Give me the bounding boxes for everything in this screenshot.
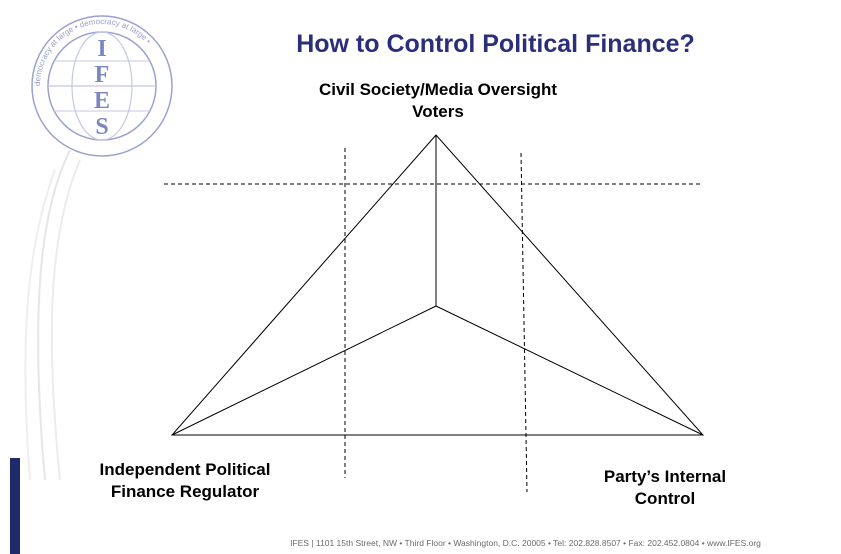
logo-letter-i: I <box>97 36 106 62</box>
decorative-swoosh <box>24 150 81 480</box>
top-node-label: Civil Society/Media Oversight Voters <box>248 79 628 123</box>
logo-letter-f: F <box>95 62 110 88</box>
bottom-right-line2: Control <box>634 489 696 508</box>
page-title: How to Control Political Finance? <box>296 30 695 58</box>
bottom-left-line1: Independent Political <box>99 460 271 479</box>
sidebar-accent <box>10 458 20 554</box>
top-node-line1: Civil Society/Media Oversight <box>318 80 558 99</box>
center-to-left <box>171 305 437 436</box>
logo-letter-s: S <box>95 114 108 140</box>
bottom-right-node-label: Party’s Internal Control <box>555 466 775 510</box>
logo-letter-e: E <box>94 88 110 114</box>
ifes-logo: democracy at large • democracy at large … <box>31 15 173 157</box>
dashed-vertical-right <box>520 152 528 493</box>
triangle-outline <box>170 134 705 436</box>
bottom-left-node-label: Independent Political Finance Regulator <box>40 459 330 503</box>
center-to-right <box>435 305 704 436</box>
bottom-right-line1: Party’s Internal <box>603 467 727 486</box>
top-node-line2: Voters <box>412 102 464 121</box>
bottom-left-line2: Finance Regulator <box>110 482 260 501</box>
footer-address: IFES | 1101 15th Street, NW • Third Floo… <box>290 538 761 548</box>
